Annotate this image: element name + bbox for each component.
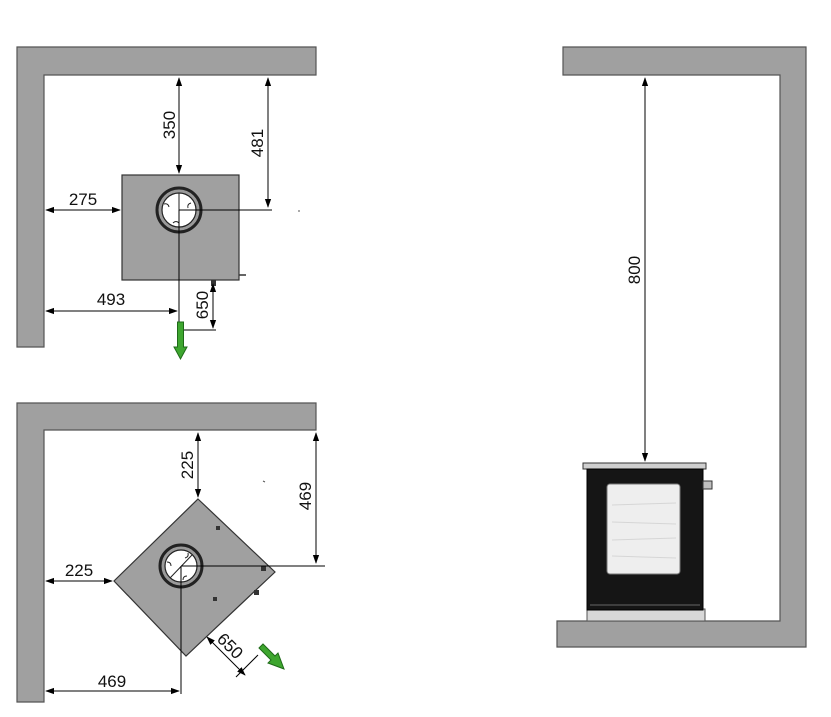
- dim-label-225-side: 225: [65, 561, 93, 580]
- wall-parallel: [16, 46, 317, 348]
- dim-label-225-back: 225: [178, 451, 197, 479]
- dim-label-481: 481: [248, 129, 267, 157]
- dim-label-493: 493: [97, 290, 125, 309]
- stove-top-plate: [582, 462, 707, 470]
- stove-door-glass: [606, 483, 681, 575]
- dim-label-275: 275: [69, 190, 97, 209]
- wall-elevation: [556, 46, 807, 648]
- wall-diagonal: [16, 402, 317, 703]
- view-parallel-corner: 350 481 275 493 650: [16, 46, 317, 361]
- dim-label-650-diagonal: 650: [213, 629, 246, 662]
- dim-label-469-back: 469: [296, 482, 315, 510]
- front-direction-arrow-diagonal: [258, 643, 285, 670]
- stove-plinth: [586, 608, 706, 622]
- view-front-elevation: 800: [556, 46, 807, 648]
- view-diagonal-corner: 225 469 225 469 650: [16, 402, 325, 703]
- dim-label-350: 350: [160, 111, 179, 139]
- dim-label-650-parallel: 650: [193, 291, 212, 319]
- front-direction-arrow-parallel: [173, 321, 188, 361]
- dim-label-469-side: 469: [98, 672, 126, 691]
- stove-side-handle: [702, 480, 713, 490]
- dim-label-800: 800: [625, 256, 644, 284]
